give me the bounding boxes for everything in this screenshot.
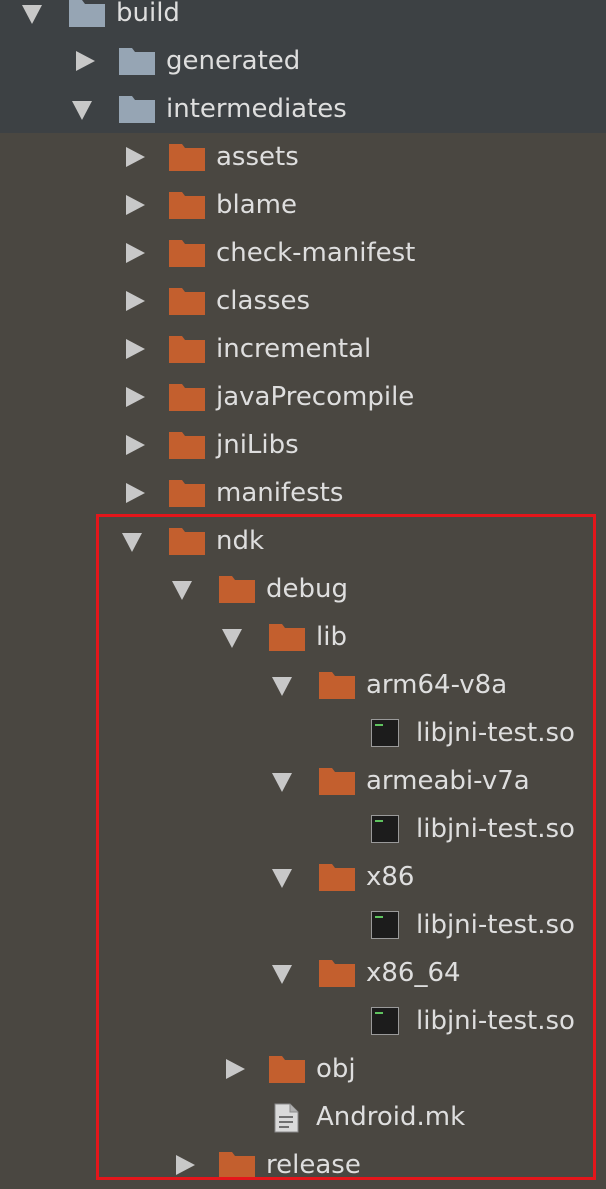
expand-arrow-icon[interactable]: [66, 85, 98, 133]
tree-row-label: arm64-v8a: [366, 670, 508, 700]
binary-file-icon: [371, 805, 407, 853]
tree-row-javaprecompile[interactable]: javaPrecompile: [0, 373, 606, 421]
text-file-icon: [274, 1093, 310, 1141]
tree-row-jnilibs[interactable]: jniLibs: [0, 421, 606, 469]
tree-row-incremental[interactable]: incremental: [0, 325, 606, 373]
tree-row-label: lib: [316, 622, 347, 652]
tree-row-manifests[interactable]: manifests: [0, 469, 606, 517]
tree-row-label: libjni-test.so: [416, 814, 575, 844]
tree-row-arm64-v8a-so[interactable]: libjni-test.so: [0, 709, 606, 757]
expand-arrow-icon[interactable]: [166, 565, 198, 613]
binary-file-icon: [371, 997, 407, 1045]
folder-gray-icon: [69, 0, 105, 37]
binary-file-icon: [371, 901, 407, 949]
tree-row-x86-64[interactable]: x86_64: [0, 949, 606, 997]
tree-row-label: check-manifest: [216, 238, 416, 268]
tree-row-x86-so[interactable]: libjni-test.so: [0, 901, 606, 949]
folder-orange-icon: [169, 229, 205, 277]
tree-row-label: obj: [316, 1054, 356, 1084]
tree-row-label: javaPrecompile: [216, 382, 415, 412]
folder-orange-icon: [319, 757, 355, 805]
expand-arrow-icon[interactable]: [266, 853, 298, 901]
tree-row-ndk[interactable]: ndk: [0, 517, 606, 565]
expand-arrow-icon[interactable]: [216, 613, 248, 661]
folder-orange-icon: [169, 421, 205, 469]
tree-row-label: classes: [216, 286, 311, 316]
folder-orange-icon: [169, 277, 205, 325]
tree-row-label: release: [266, 1150, 361, 1180]
tree-row-armeabi-v7a-so[interactable]: libjni-test.so: [0, 805, 606, 853]
tree-row-obj[interactable]: obj: [0, 1045, 606, 1093]
expand-arrow-icon[interactable]: [266, 949, 298, 997]
collapse-arrow-icon[interactable]: [66, 37, 98, 85]
collapse-arrow-icon[interactable]: [116, 373, 148, 421]
folder-orange-icon: [169, 469, 205, 517]
collapse-arrow-icon[interactable]: [116, 325, 148, 373]
tree-row-assets[interactable]: assets: [0, 133, 606, 181]
folder-orange-icon: [219, 565, 255, 613]
expand-arrow-icon[interactable]: [266, 757, 298, 805]
tree-row-debug[interactable]: debug: [0, 565, 606, 613]
folder-orange-icon: [269, 613, 305, 661]
collapse-arrow-icon[interactable]: [116, 133, 148, 181]
tree-row-label: libjni-test.so: [416, 718, 575, 748]
tree-row-label: x86_64: [366, 958, 461, 988]
expand-arrow-icon[interactable]: [266, 661, 298, 709]
tree-row-label: armeabi-v7a: [366, 766, 530, 796]
tree-row-check-manifest[interactable]: check-manifest: [0, 229, 606, 277]
tree-row-label: Android.mk: [316, 1102, 466, 1132]
folder-orange-icon: [169, 181, 205, 229]
folder-orange-icon: [319, 661, 355, 709]
tree-row-generated[interactable]: generated: [0, 37, 606, 85]
collapse-arrow-icon[interactable]: [116, 181, 148, 229]
tree-row-arm64-v8a[interactable]: arm64-v8a: [0, 661, 606, 709]
tree-row-label: incremental: [216, 334, 372, 364]
collapse-arrow-icon[interactable]: [116, 277, 148, 325]
folder-orange-icon: [169, 133, 205, 181]
folder-orange-icon: [269, 1045, 305, 1093]
tree-row-label: libjni-test.so: [416, 910, 575, 940]
collapse-arrow-icon[interactable]: [116, 229, 148, 277]
folder-orange-icon: [319, 949, 355, 997]
expand-arrow-icon[interactable]: [16, 0, 48, 37]
tree-row-label: jniLibs: [216, 430, 299, 460]
tree-row-label: ndk: [216, 526, 265, 556]
binary-file-icon: [371, 709, 407, 757]
tree-row-android-mk[interactable]: Android.mk: [0, 1093, 606, 1141]
expand-arrow-icon[interactable]: [116, 517, 148, 565]
tree-row-label: generated: [166, 46, 301, 76]
collapse-arrow-icon[interactable]: [216, 1045, 248, 1093]
tree-row-x86[interactable]: x86: [0, 853, 606, 901]
collapse-arrow-icon[interactable]: [116, 421, 148, 469]
tree-row-armeabi-v7a[interactable]: armeabi-v7a: [0, 757, 606, 805]
tree-row-label: x86: [366, 862, 415, 892]
folder-orange-icon: [219, 1141, 255, 1189]
folder-orange-icon: [169, 373, 205, 421]
tree-row-classes[interactable]: classes: [0, 277, 606, 325]
collapse-arrow-icon[interactable]: [116, 469, 148, 517]
folder-gray-icon: [119, 85, 155, 133]
folder-orange-icon: [169, 325, 205, 373]
tree-row-x86-64-so[interactable]: libjni-test.so: [0, 997, 606, 1045]
tree-row-build[interactable]: build: [0, 0, 606, 37]
folder-orange-icon: [169, 517, 205, 565]
tree-row-label: build: [116, 0, 180, 28]
tree-row-label: assets: [216, 142, 299, 172]
folder-gray-icon: [119, 37, 155, 85]
tree-row-intermediates[interactable]: intermediates: [0, 85, 606, 133]
tree-row-label: debug: [266, 574, 348, 604]
tree-row-label: libjni-test.so: [416, 1006, 575, 1036]
tree-row-release[interactable]: release: [0, 1141, 606, 1189]
folder-orange-icon: [319, 853, 355, 901]
collapse-arrow-icon[interactable]: [166, 1141, 198, 1189]
tree-row-label: blame: [216, 190, 297, 220]
tree-row-lib[interactable]: lib: [0, 613, 606, 661]
tree-row-label: manifests: [216, 478, 344, 508]
tree-row-blame[interactable]: blame: [0, 181, 606, 229]
tree-row-label: intermediates: [166, 94, 347, 124]
